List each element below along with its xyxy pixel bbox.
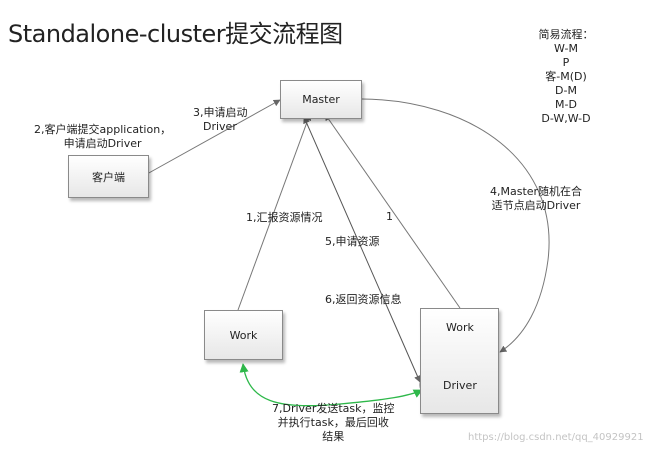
driver-label: Driver (443, 379, 477, 392)
step7-label: 7,Driver发送task，监控 并执行task，最后回收 结果 (272, 402, 395, 443)
work-left-node: Work (204, 310, 283, 360)
work-right-label: Work (446, 321, 474, 334)
client-label: 客户端 (92, 170, 125, 184)
arrow-client-to-master (146, 99, 281, 175)
step1-report-label: 1,汇报资源情况 (246, 211, 323, 224)
summary-line: W-M (554, 42, 578, 55)
arrow-driver-work-left (239, 363, 423, 407)
summary-line: D-W,W-D (541, 112, 591, 125)
arrow-work-right-to-master (324, 113, 461, 309)
summary-line: 客-M(D) (545, 70, 587, 83)
master-node: Master (280, 80, 362, 119)
arrow-work-left-to-master (237, 113, 312, 311)
client-node: 客户端 (68, 155, 149, 198)
summary-heading: 简易流程： (538, 28, 594, 41)
summary-line: M-D (555, 98, 577, 111)
simple-flow-summary: 简易流程： W-M P 客-M(D) D-M M-D D-W,W-D (528, 28, 604, 126)
summary-line: P (562, 56, 570, 69)
master-label: Master (302, 93, 340, 106)
watermark: https://blog.csdn.net/qq_40929921 (468, 432, 644, 443)
step2-label: 2,客户端提交application， 申请启动Driver (34, 123, 172, 150)
step4-label: 4,Master随机在合 适节点启动Driver (490, 185, 583, 212)
work-right-container (420, 308, 499, 414)
step6-label: 6,返回资源信息 (325, 293, 402, 306)
arrow-master-start-driver (361, 98, 550, 353)
summary-line: D-M (555, 84, 577, 97)
page-title: Standalone-cluster提交流程图 (8, 20, 343, 48)
step5-label: 5,申请资源 (325, 235, 380, 248)
step1-label: 1 (386, 210, 393, 223)
arrow-master-driver (303, 116, 421, 383)
work-left-label: Work (229, 328, 258, 342)
step3-label: 3,申请启动 Driver (193, 106, 248, 133)
